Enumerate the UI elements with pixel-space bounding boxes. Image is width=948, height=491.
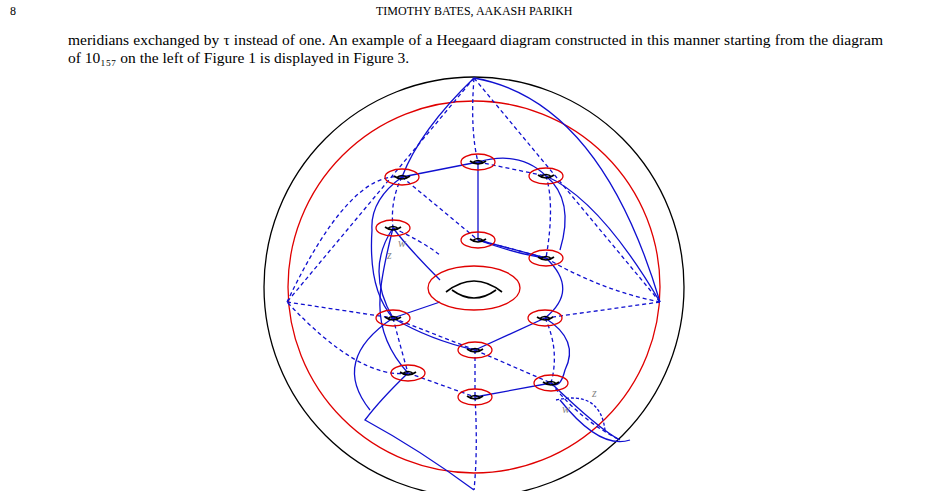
basepoint-label: z — [387, 248, 392, 263]
alpha-circle — [288, 101, 660, 473]
outer-circle — [264, 77, 684, 491]
running-head: TIMOTHY BATES, AAKASH PARIKH — [376, 4, 572, 19]
basepoint-label: w — [562, 402, 570, 417]
page-number: 8 — [10, 4, 16, 19]
body-paragraph: meridians exchanged by τ instead of one.… — [68, 31, 883, 67]
basepoint-label: z — [592, 386, 597, 401]
basepoint-label: w — [398, 236, 406, 251]
